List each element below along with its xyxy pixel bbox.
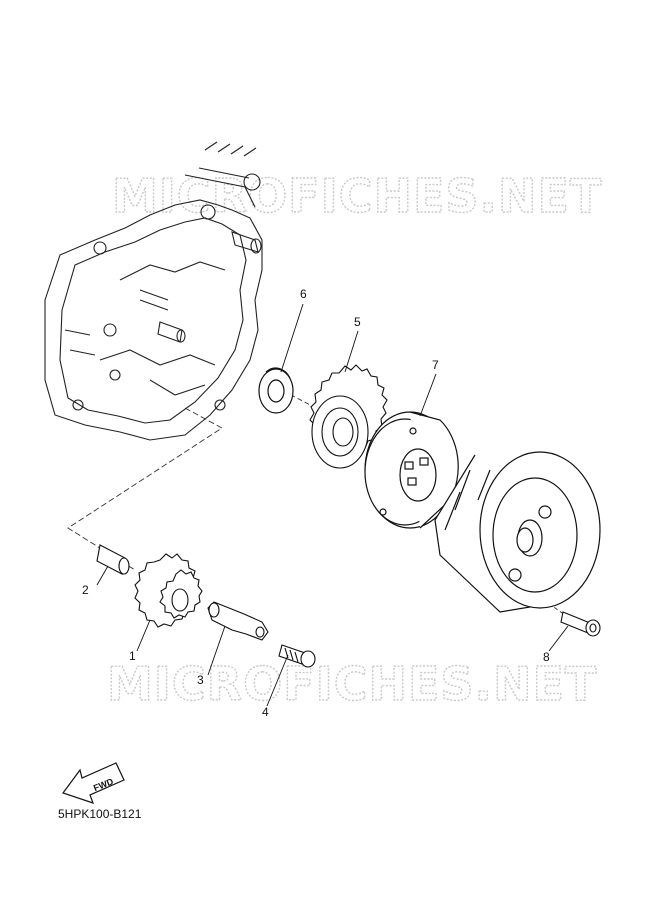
diagram-code: 5HPK100-B121: [58, 807, 142, 821]
callout-leaders: [96, 303, 569, 707]
callout-3: 3: [197, 673, 204, 687]
callout-2: 2: [82, 583, 89, 597]
callout-4: 4: [262, 705, 269, 719]
callout-7: 7: [432, 358, 439, 372]
flywheel-rotor: [434, 451, 601, 613]
part-2-shaft: [96, 544, 130, 575]
part-7-one-way-clutch: [364, 411, 459, 529]
callout-8: 8: [543, 650, 550, 664]
watermark-bottom: MICROFICHES.NET: [107, 657, 597, 711]
part-3-bracket: [207, 601, 269, 641]
watermark-top: MICROFICHES.NET: [112, 169, 602, 223]
callout-6: 6: [300, 287, 307, 301]
part-6-washer: [258, 367, 294, 414]
callout-1: 1: [129, 649, 136, 663]
part-5-starter-gear: [309, 364, 388, 469]
part-4-bolt: [278, 644, 316, 668]
crankcase-housing: [44, 141, 263, 441]
part-1-idler-gear: [134, 553, 203, 628]
part-8-bolt: [560, 611, 601, 637]
forward-arrow-icon: FWD: [62, 762, 125, 804]
callout-5: 5: [354, 315, 361, 329]
